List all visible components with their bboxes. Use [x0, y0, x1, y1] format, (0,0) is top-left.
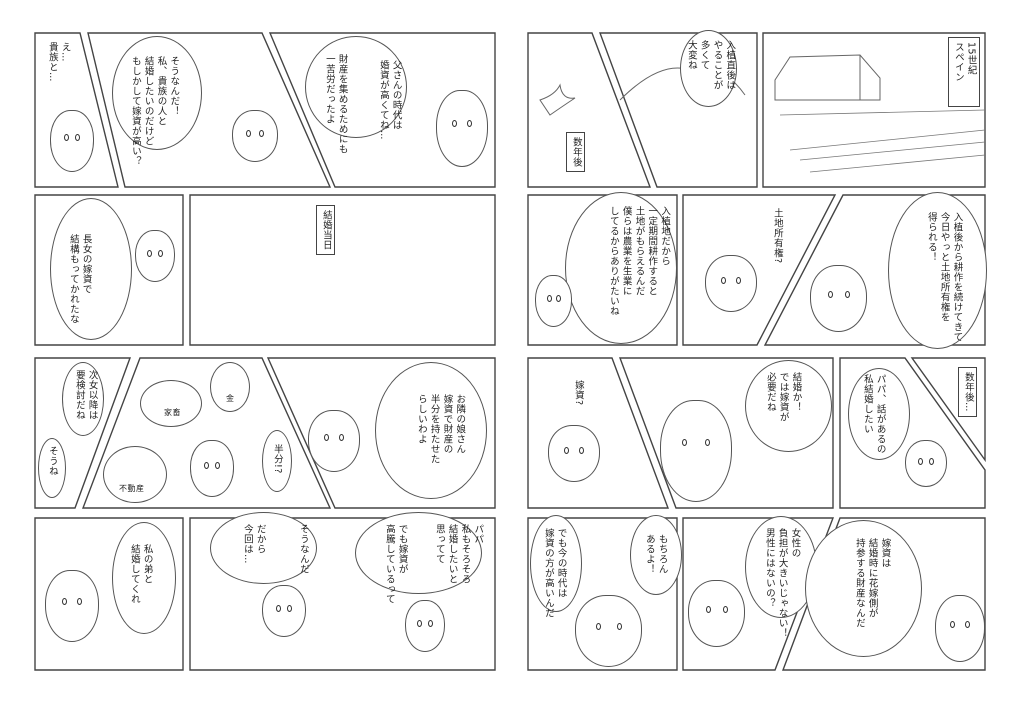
character-face: [705, 255, 757, 312]
character-face: [262, 585, 306, 637]
speech-bubble: [848, 368, 910, 460]
field-drawing: [779, 109, 986, 173]
dialogue-l3-2: 半分!?: [271, 444, 283, 474]
speech-bubble: [375, 362, 487, 499]
caption-setting: 15世紀 スペイン: [948, 37, 980, 107]
character-face: [935, 595, 985, 662]
dialogue-l4-2d: でも嫁資が 高騰しているって: [383, 524, 408, 604]
character-face: [50, 110, 94, 172]
character-face: [45, 570, 99, 642]
character-face: [810, 265, 867, 332]
thought-livestock: 家畜: [164, 408, 181, 417]
speech-bubble: [210, 512, 317, 584]
dialogue-l3-1a: 次女以降は 要検討だね: [73, 370, 98, 420]
character-face: [905, 440, 947, 487]
speech-bubble: [112, 522, 176, 634]
character-face: [575, 595, 642, 667]
dialogue-r2-3: 入植後から耕作を続けてきて 今日やっと土地所有権を 得られる！: [925, 212, 963, 342]
thought-real-estate: 不動産: [119, 484, 145, 493]
dialogue-l4-2c: パパ 私もそろそろ 結婚したいと 思ってて: [433, 524, 484, 584]
character-face: [535, 275, 572, 327]
speech-bubble: [680, 30, 737, 107]
panel-r1-1: [527, 32, 652, 188]
speech-bubble: [565, 192, 677, 344]
dialogue-r2-2: 土地所有権?: [771, 208, 783, 264]
speech-bubble: [630, 515, 682, 595]
speech-bubble: [530, 515, 582, 612]
speech-bubble: [62, 362, 104, 436]
panel-l2-2: [189, 194, 496, 346]
caption-years-later: 数年後: [566, 132, 585, 172]
character-face: [548, 425, 600, 482]
dialogue-l4-2b: だから 今回は…: [241, 524, 266, 564]
character-face: [688, 580, 745, 647]
speech-bubble: [38, 438, 66, 498]
thought-bubble: [210, 362, 250, 412]
dialogue-l4-1: 私の弟と 結婚してくれ: [128, 544, 153, 604]
caption-wedding-day: 結婚当日: [316, 205, 335, 255]
dialogue-l4-2a: そうなんだ: [297, 524, 309, 574]
dialogue-l1-3b: 財産を集めるためにも 一苦労だったよ: [323, 54, 348, 154]
speech-bubble: [262, 430, 292, 492]
dialogue-l3-1b: そうね: [46, 446, 58, 476]
dialogue-r2-1: 入植地だから 一定期間耕作すると 土地がもらえるんだ 僕らは農業を生業に してる…: [607, 206, 671, 316]
character-face: [308, 410, 360, 472]
panel-r1-3: [762, 32, 986, 188]
dialogue-l1-2: そうなんだ！ 私、貴族の人と 結婚したいのだけど もしかして嫁資が高い？: [129, 56, 180, 166]
dialogue-l1-1: え… 貴族と…: [46, 42, 71, 82]
dialogue-r4-3: 嫁資は 結婚時に花嫁側が 持参する財産なんだ: [853, 538, 891, 628]
character-face: [232, 110, 278, 162]
speech-bubble: [805, 520, 922, 657]
thought-gold: 金: [226, 394, 235, 403]
speech-bubble: [888, 192, 987, 349]
dialogue-r3-3: パパ、話があるの 私結婚したい: [861, 374, 886, 454]
character-face: [660, 400, 732, 502]
dialogue-l2-1: 長女の嫁資で 結構もってかれたな: [67, 234, 92, 324]
character-face: [135, 230, 175, 282]
caption-years-later-2: 数年後…: [958, 367, 977, 417]
dialogue-r4-1a: もちろん あるよ！: [643, 534, 668, 574]
dialogue-r4-1b: でも今の時代は 嫁資の方が高いんだ: [542, 528, 567, 618]
character-face: [436, 90, 488, 167]
house-drawing: [774, 54, 881, 101]
thought-bubble: [140, 380, 202, 427]
dialogue-l3-3: お隣の娘さん 嫁資で財産の 半分を持たせた らしいわよ: [415, 394, 466, 464]
speech-bubble: [50, 198, 132, 340]
speech-bubble: [305, 36, 407, 138]
dialogue-r3-2: 結婚か！ では嫁資が 必要だね: [764, 372, 802, 422]
character-face: [405, 600, 445, 652]
dialogue-l1-3a: 父さんの時代は 婚資が高くてね…: [377, 60, 402, 140]
speech-bubble: [355, 512, 482, 594]
thought-bubble: [103, 446, 167, 503]
dialogue-r1-2: 入植直後は やることが 多くて 大変ね: [685, 40, 736, 90]
character-face: [190, 440, 234, 497]
speech-bubble: [745, 360, 832, 452]
speech-bubble: [112, 36, 202, 150]
dove-drawing: [539, 83, 576, 116]
dialogue-r4-2: 女性の 負担が大きいじゃない！ 男性にはないの？: [763, 528, 801, 638]
dialogue-r3-1: 嫁資?: [572, 380, 584, 406]
